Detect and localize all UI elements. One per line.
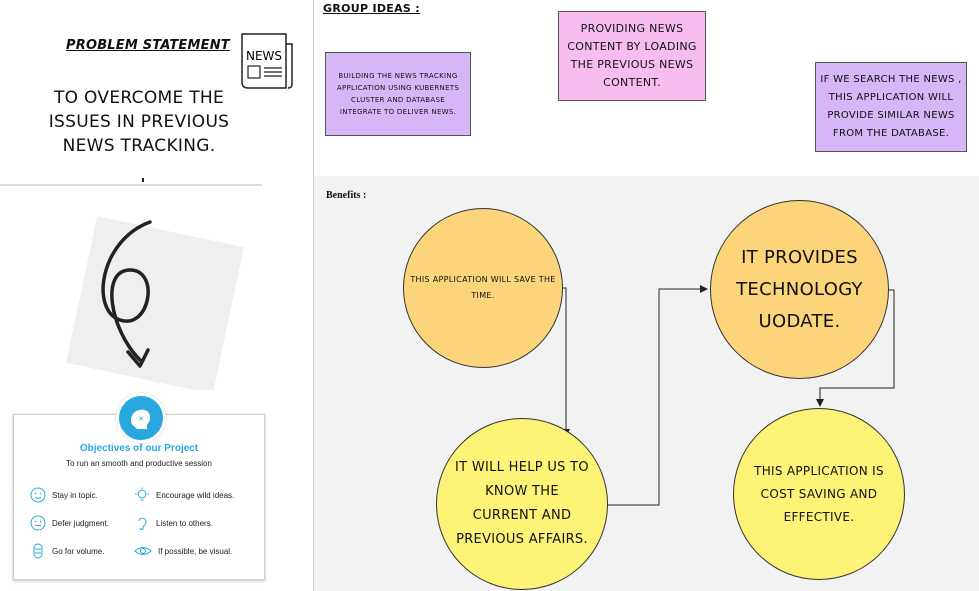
rule-item: If possible, be visual. <box>134 543 232 559</box>
smile-icon <box>30 487 46 503</box>
swirl-arrow-icon <box>66 216 244 390</box>
newspaper-label: NEWS <box>246 49 282 63</box>
rule-item: Stay in topic. <box>30 487 98 503</box>
cursor-dot <box>142 178 144 182</box>
left-separator <box>0 184 262 186</box>
lightbulb-icon <box>135 487 149 501</box>
problem-statement-text: TO OVERCOME THE ISSUES IN PREVIOUS NEWS … <box>48 88 230 156</box>
sticky-note-kubernetes[interactable]: BUILDING THE NEWS TRACKING APPLICATION U… <box>325 52 471 136</box>
rule-item: Defer judgment. <box>30 515 109 531</box>
brain-icon: ✕ <box>131 409 151 429</box>
stack-icon <box>33 543 43 559</box>
benefit-save-time[interactable]: THIS APPLICATION WILL SAVE THE TIME. <box>403 208 563 368</box>
rule-item: Go for volume. <box>30 543 104 559</box>
objectives-badge: ✕ <box>116 393 166 443</box>
svg-text:✕: ✕ <box>138 415 144 423</box>
rule-label: Listen to others. <box>156 518 213 528</box>
objectives-title: Objectives of our Project <box>79 443 199 454</box>
sticky-note-previous-content[interactable]: PROVIDING NEWS CONTENT BY LOADING THE PR… <box>558 11 706 101</box>
benefits-label: Benefits : <box>326 190 367 201</box>
objectives-subtitle: To run an smooth and productive session <box>66 459 212 468</box>
rule-label: Go for volume. <box>52 546 105 556</box>
benefit-technology-update[interactable]: IT PROVIDES TECHNOLOGY UODATE. <box>710 200 889 379</box>
rule-label: If possible, be visual. <box>158 546 233 556</box>
newspaper-icon: NEWS <box>241 33 293 89</box>
smile-icon <box>30 515 46 531</box>
problem-statement-title: PROBLEM STATEMENT <box>66 38 230 53</box>
panel-divider <box>313 0 314 591</box>
rule-label: Encourage wild ideas. <box>156 490 235 500</box>
rule-item: Listen to others. <box>134 515 213 531</box>
sticky-note-similar-news[interactable]: IF WE SEARCH THE NEWS , THIS APPLICATION… <box>815 62 967 152</box>
ear-icon <box>138 517 147 530</box>
group-ideas-label: GROUP IDEAS : <box>323 2 420 15</box>
rule-label: Defer judgment. <box>52 518 109 528</box>
benefit-current-affairs[interactable]: IT WILL HELP US TO KNOW THE CURRENT AND … <box>436 418 608 590</box>
benefit-cost-saving[interactable]: THIS APPLICATION IS COST SAVING AND EFFE… <box>733 408 905 580</box>
eye-icon <box>134 547 152 555</box>
rule-item: Encourage wild ideas. <box>134 487 234 503</box>
rule-label: Stay in topic. <box>52 490 98 500</box>
